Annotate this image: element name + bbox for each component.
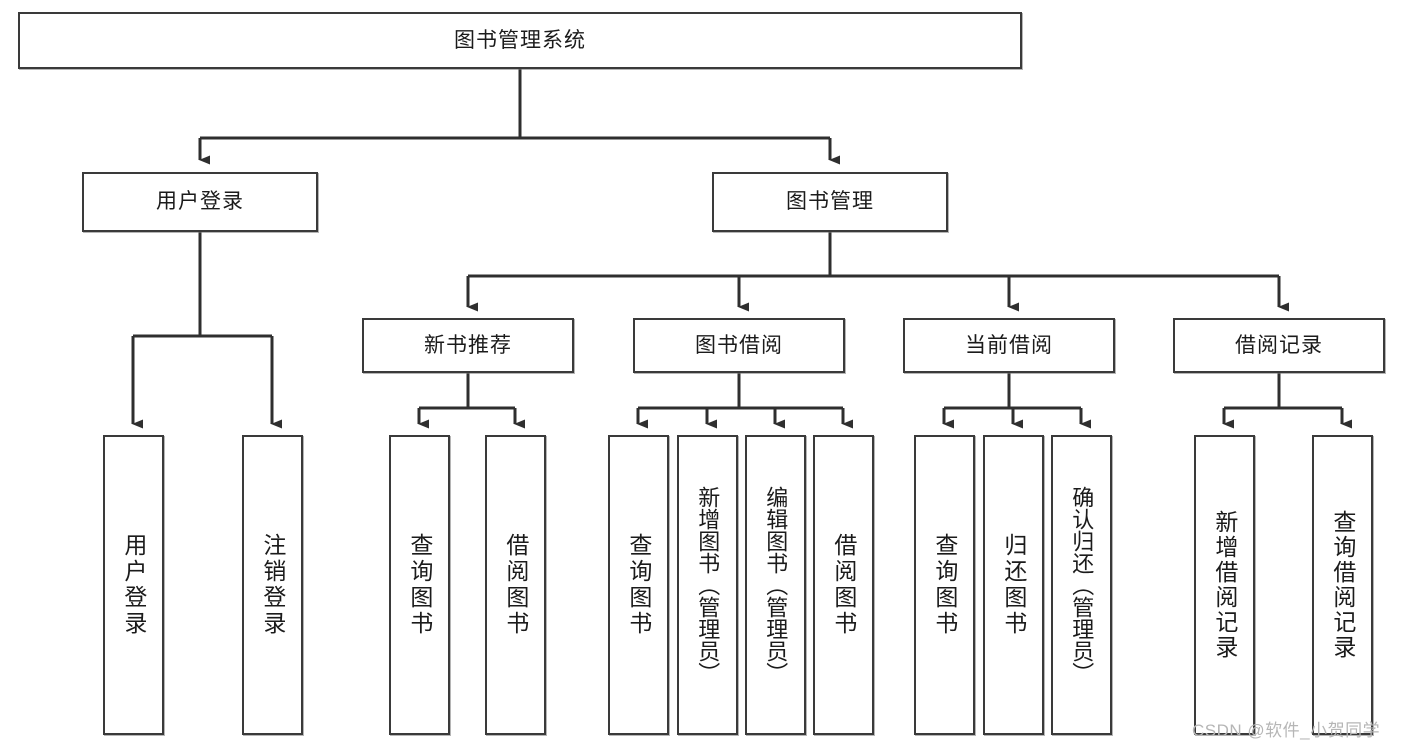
node-leaf-query-record[interactable]: 查询借阅记录: [1312, 435, 1373, 735]
node-leaf-add-record[interactable]: 新增借阅记录: [1194, 435, 1255, 735]
node-leaf-query-book-3-label: 查询图书: [931, 533, 958, 637]
node-new-book-recommend[interactable]: 新书推荐: [362, 318, 574, 373]
node-root[interactable]: 图书管理系统: [18, 12, 1022, 69]
node-current-borrow[interactable]: 当前借阅: [903, 318, 1115, 373]
node-leaf-edit-book-label: 编辑图书（管理员）: [763, 486, 789, 684]
node-borrow-record-label: 借阅记录: [1235, 333, 1323, 357]
node-leaf-query-book-2[interactable]: 查询图书: [608, 435, 669, 735]
node-leaf-query-book-2-label: 查询图书: [625, 533, 652, 637]
node-leaf-user-login-label: 用户登录: [120, 533, 147, 637]
node-leaf-borrow-book-1-label: 借阅图书: [502, 533, 529, 637]
node-leaf-query-record-label: 查询借阅记录: [1329, 510, 1356, 660]
node-book-manage[interactable]: 图书管理: [712, 172, 948, 232]
node-book-borrow[interactable]: 图书借阅: [633, 318, 845, 373]
node-leaf-return-book[interactable]: 归还图书: [983, 435, 1044, 735]
node-leaf-edit-book[interactable]: 编辑图书（管理员）: [745, 435, 806, 735]
node-leaf-query-book-1[interactable]: 查询图书: [389, 435, 450, 735]
node-leaf-borrow-book-2-label: 借阅图书: [830, 533, 857, 637]
node-leaf-confirm-return-label: 确认归还（管理员）: [1069, 486, 1095, 684]
node-leaf-borrow-book-1[interactable]: 借阅图书: [485, 435, 546, 735]
node-user-login-label: 用户登录: [156, 190, 244, 214]
node-leaf-user-login[interactable]: 用户登录: [103, 435, 164, 735]
node-leaf-confirm-return[interactable]: 确认归还（管理员）: [1051, 435, 1112, 735]
node-book-manage-label: 图书管理: [786, 190, 874, 214]
node-leaf-add-book[interactable]: 新增图书（管理员）: [677, 435, 738, 735]
node-leaf-query-book-3[interactable]: 查询图书: [914, 435, 975, 735]
node-root-label: 图书管理系统: [454, 28, 586, 52]
node-leaf-return-book-label: 归还图书: [1000, 533, 1027, 637]
node-leaf-query-book-1-label: 查询图书: [406, 533, 433, 637]
node-leaf-add-book-label: 新增图书（管理员）: [695, 486, 721, 684]
node-leaf-user-logout-label: 注销登录: [259, 533, 286, 637]
csdn-watermark: CSDN @软件_小贺同学: [1192, 721, 1381, 740]
node-leaf-borrow-book-2[interactable]: 借阅图书: [813, 435, 874, 735]
node-borrow-record[interactable]: 借阅记录: [1173, 318, 1385, 373]
node-book-borrow-label: 图书借阅: [695, 333, 783, 357]
node-leaf-user-logout[interactable]: 注销登录: [242, 435, 303, 735]
node-current-borrow-label: 当前借阅: [965, 333, 1053, 357]
node-user-login[interactable]: 用户登录: [82, 172, 318, 232]
node-new-book-recommend-label: 新书推荐: [424, 333, 512, 357]
node-leaf-add-record-label: 新增借阅记录: [1211, 510, 1238, 660]
